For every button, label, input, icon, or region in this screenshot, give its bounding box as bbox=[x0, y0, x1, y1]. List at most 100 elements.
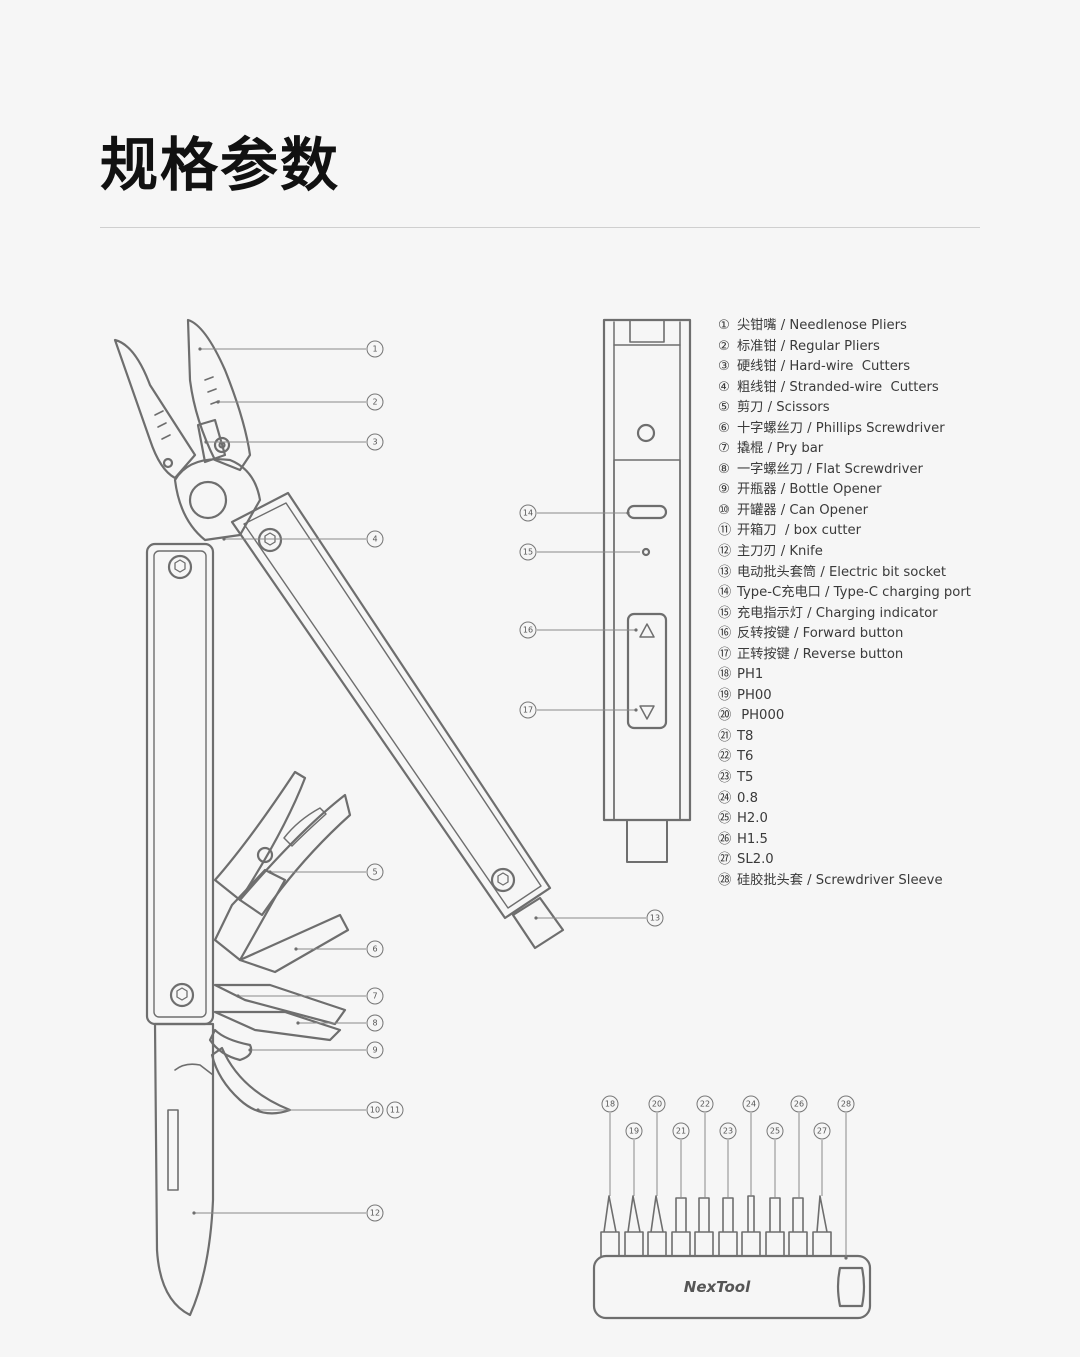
spec-label: 0.8 bbox=[737, 790, 758, 806]
type-c-port bbox=[626, 504, 668, 520]
spec-label: 正转按键 / Reverse button bbox=[737, 646, 904, 662]
spec-number: ㉑ bbox=[718, 728, 732, 744]
spec-item: ㉗ SL2.0 bbox=[718, 850, 971, 871]
right-handle bbox=[230, 491, 565, 950]
spec-label: SL2.0 bbox=[737, 852, 774, 868]
callout-6: 6 bbox=[372, 945, 377, 954]
spec-number: ⑪ bbox=[718, 523, 732, 539]
brand-logo: NexTool bbox=[684, 1278, 751, 1296]
callout-25: 25 bbox=[770, 1127, 780, 1136]
page-title: 规格参数 bbox=[100, 131, 341, 199]
spec-item: ⑤ 剪刀 / Scissors bbox=[718, 398, 971, 419]
spec-item: ⑳ PH000 bbox=[718, 706, 971, 727]
callout-21: 21 bbox=[676, 1127, 686, 1136]
left-handle bbox=[145, 542, 215, 1026]
spec-label: PH1 bbox=[737, 667, 764, 683]
callout-9: 9 bbox=[372, 1046, 377, 1055]
spec-number: ⑯ bbox=[718, 626, 732, 642]
electric-screwdriver bbox=[602, 318, 692, 863]
spec-label: 充电指示灯 / Charging indicator bbox=[737, 605, 938, 621]
callout-22: 22 bbox=[700, 1100, 710, 1109]
spec-number: ① bbox=[718, 318, 730, 333]
spec-number: ⑱ bbox=[718, 667, 732, 683]
spec-number: ② bbox=[718, 338, 730, 354]
spec-item: ④ 粗线钳 / Stranded-wire Cutters bbox=[718, 378, 971, 399]
spec-number: ㉓ bbox=[718, 770, 732, 786]
spec-label: 粗线钳 / Stranded-wire Cutters bbox=[737, 379, 939, 395]
spec-label: H1.5 bbox=[737, 831, 768, 847]
spec-label: 反转按键 / Forward button bbox=[737, 626, 904, 642]
callout-8: 8 bbox=[372, 1019, 377, 1028]
spec-label: 开箱刀 / box cutter bbox=[737, 523, 862, 539]
spec-label: 主刀刃 / Knife bbox=[737, 544, 823, 560]
callout-24: 24 bbox=[746, 1100, 756, 1109]
spec-label: H2.0 bbox=[737, 811, 768, 827]
callout-23: 23 bbox=[723, 1127, 733, 1136]
spec-number: ㉖ bbox=[718, 831, 732, 847]
callout-1: 1 bbox=[372, 345, 377, 354]
spec-label: 一字螺丝刀 / Flat Screwdriver bbox=[737, 461, 923, 477]
spec-label: PH00 bbox=[737, 687, 772, 703]
spec-label: Type-C充电口 / Type-C charging port bbox=[737, 585, 971, 601]
knife-blade bbox=[153, 1022, 215, 1317]
callout-4: 4 bbox=[372, 535, 377, 544]
spec-number: ⑬ bbox=[718, 564, 732, 580]
spec-item: ⑰ 正转按键 / Reverse button bbox=[718, 645, 971, 666]
spec-label: 剪刀 / Scissors bbox=[737, 400, 830, 416]
callout-20: 20 bbox=[652, 1100, 662, 1109]
spec-item: ⑯ 反转按键 / Forward button bbox=[718, 624, 971, 645]
callout-27: 27 bbox=[817, 1127, 827, 1136]
spec-number: ㉕ bbox=[718, 811, 732, 827]
spec-number: ⑤ bbox=[718, 400, 730, 416]
callout-10: 10 bbox=[370, 1106, 380, 1115]
spec-item: ⑮ 充电指示灯 / Charging indicator bbox=[718, 604, 971, 625]
spec-number: ㉗ bbox=[718, 852, 732, 868]
leader-lines bbox=[194, 348, 847, 1258]
spec-item: ⑱ PH1 bbox=[718, 665, 971, 686]
spec-number: ③ bbox=[718, 359, 730, 375]
callout-12: 12 bbox=[370, 1209, 380, 1218]
callout-5: 5 bbox=[372, 868, 377, 877]
spec-number: ⑨ bbox=[718, 482, 730, 498]
callout-7: 7 bbox=[372, 992, 377, 1001]
callout-26: 26 bbox=[794, 1100, 804, 1109]
callout-2: 2 bbox=[372, 398, 377, 407]
spec-number: ④ bbox=[718, 379, 730, 395]
callout-28: 28 bbox=[841, 1100, 851, 1109]
callout-17: 17 bbox=[523, 706, 533, 715]
spec-number: ⑦ bbox=[718, 441, 730, 457]
spec-number: ⑳ bbox=[718, 708, 732, 724]
spec-number: ⑰ bbox=[718, 646, 732, 662]
spec-item: ⑪ 开箱刀 / box cutter bbox=[718, 521, 971, 542]
spec-label: 撬棍 / Pry bar bbox=[737, 441, 824, 457]
button-group bbox=[626, 612, 668, 730]
spec-label: T6 bbox=[737, 749, 754, 765]
spec-number: ⑲ bbox=[718, 687, 732, 703]
spec-label: 标准钳 / Regular Pliers bbox=[737, 338, 880, 354]
callout-19: 19 bbox=[629, 1127, 639, 1136]
callout-11: 11 bbox=[390, 1106, 400, 1115]
spec-number: ㉒ bbox=[718, 749, 732, 765]
callout-16: 16 bbox=[523, 626, 533, 635]
spec-number: ⑮ bbox=[718, 605, 732, 621]
spec-number: ㉘ bbox=[718, 872, 732, 888]
folding-tools bbox=[208, 770, 352, 1115]
pliers-head bbox=[113, 318, 262, 542]
spec-label: T8 bbox=[737, 728, 754, 744]
callout-13: 13 bbox=[650, 914, 660, 923]
spec-number: ⑥ bbox=[718, 420, 730, 436]
bit-holder bbox=[592, 1195, 872, 1320]
spec-item: ② 标准钳 / Regular Pliers bbox=[718, 337, 971, 358]
spec-item: ㉕ H2.0 bbox=[718, 809, 971, 830]
